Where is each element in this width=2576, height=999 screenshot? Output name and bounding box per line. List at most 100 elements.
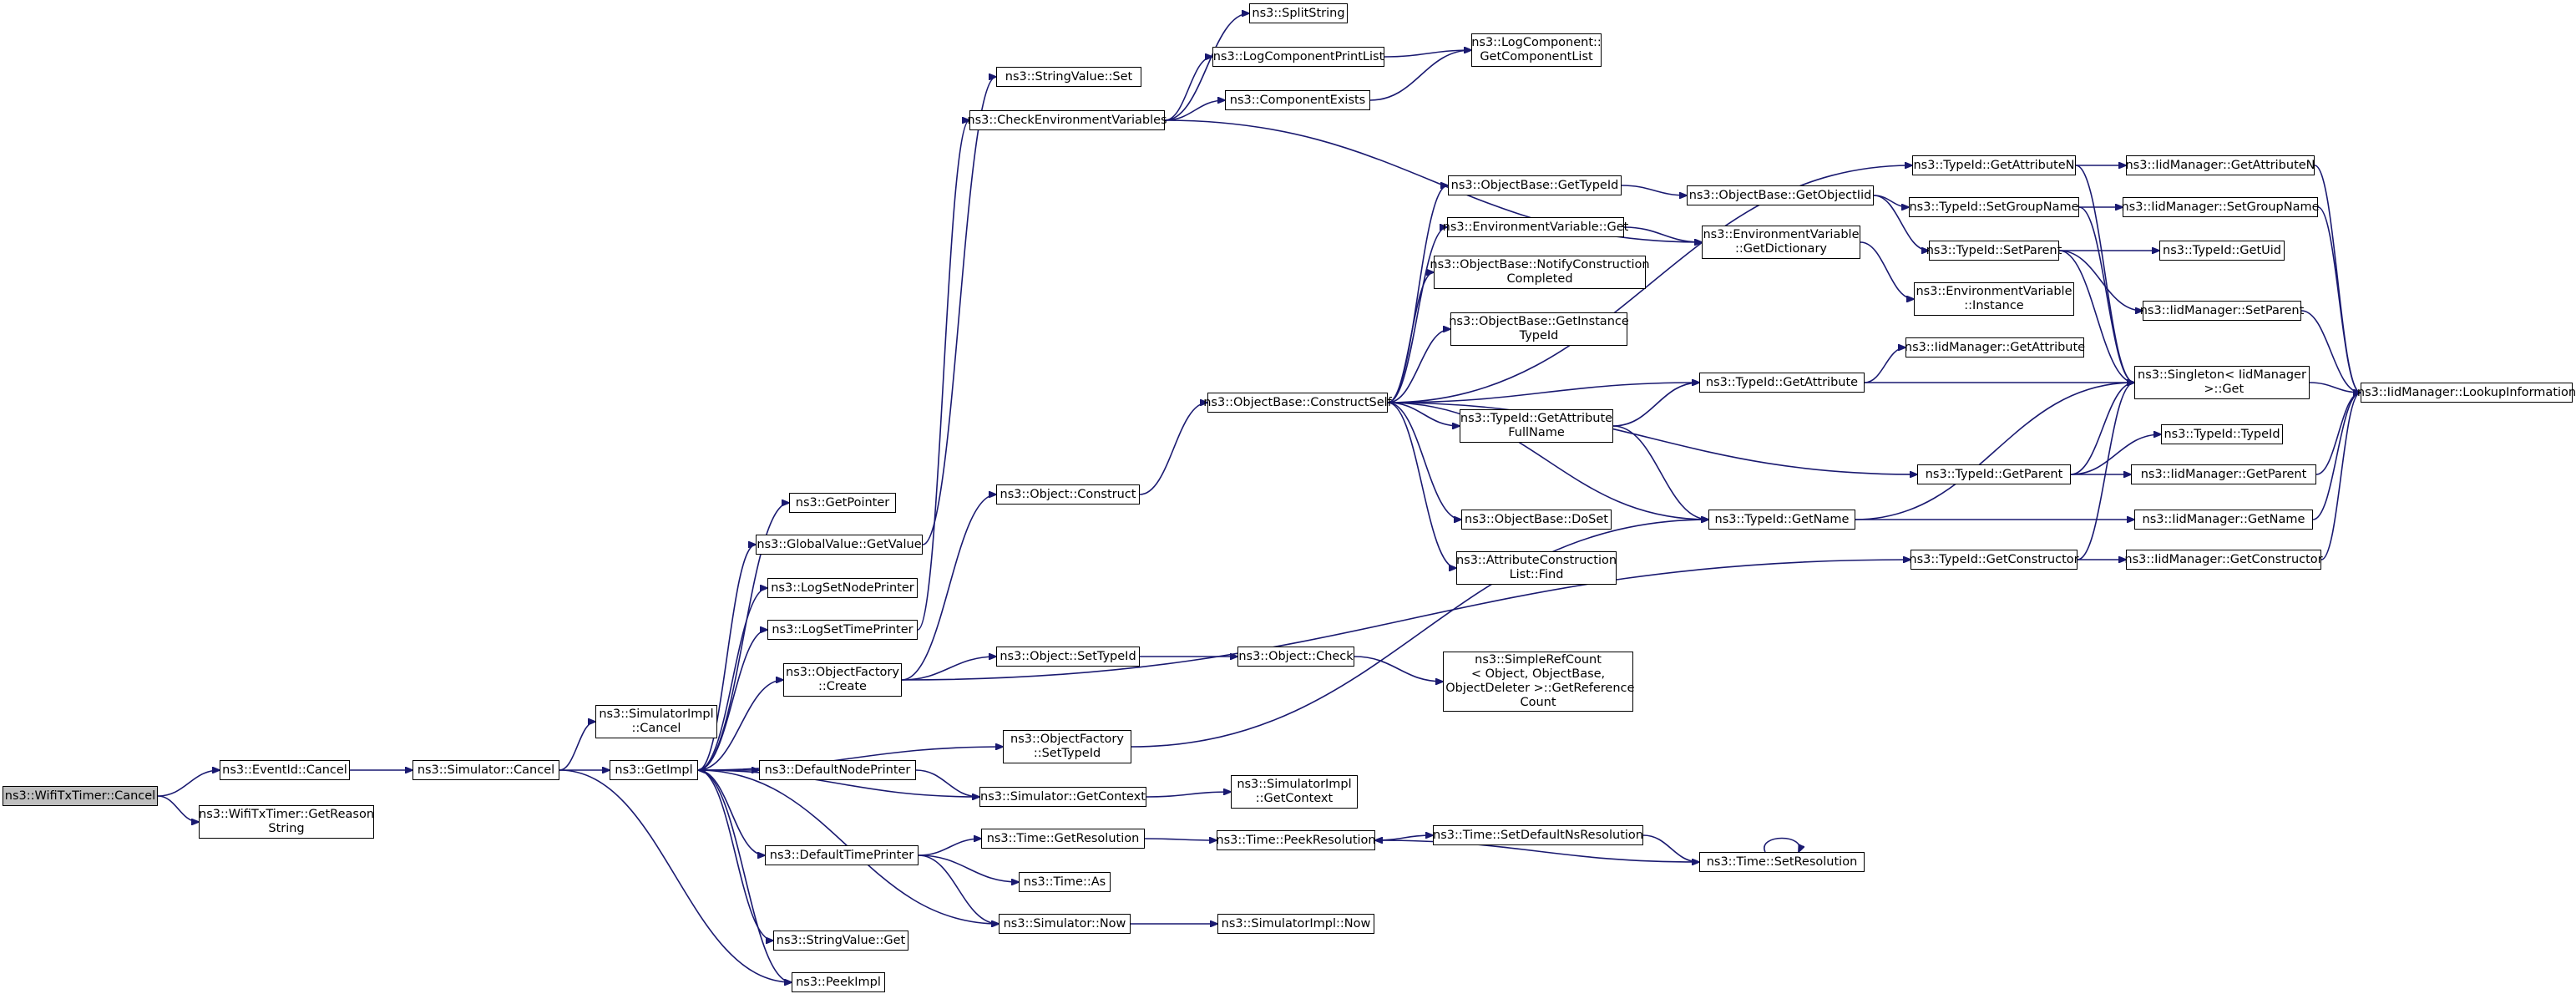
- node-tid-getattrfullname[interactable]: ns3::TypeId::GetAttribute FullName: [1460, 409, 1613, 443]
- node-tid-getconstructor[interactable]: ns3::TypeId::GetConstructor: [1909, 550, 2079, 570]
- node-cancel: ns3::WifiTxTimer::Cancel: [3, 786, 158, 806]
- edge-cancel-to-eventid-cancel: [157, 770, 220, 797]
- node-iid-getname[interactable]: ns3::IidManager::GetName: [2134, 510, 2313, 530]
- node-sim-cancel[interactable]: ns3::Simulator::Cancel: [412, 760, 559, 780]
- node-envvar-get[interactable]: ns3::EnvironmentVariable::Get: [1443, 217, 1628, 237]
- node-iid-getconstructor[interactable]: ns3::IidManager::GetConstructor: [2124, 550, 2323, 570]
- node-iid-getattributen[interactable]: ns3::IidManager::GetAttributeN: [2125, 155, 2315, 175]
- node-srcount[interactable]: ns3::SimpleRefCount < Object, ObjectBase…: [1443, 652, 1634, 712]
- node-label: ns3::IidManager::GetAttributeN: [2125, 158, 2315, 172]
- node-time-setdefaultns[interactable]: ns3::Time::SetDefaultNsResolution: [1433, 825, 1643, 845]
- node-time-peekresolution[interactable]: ns3::Time::PeekResolution: [1216, 830, 1376, 850]
- node-ob-getinstancetypeid[interactable]: ns3::ObjectBase::GetInstance TypeId: [1449, 312, 1629, 346]
- node-time-setresolution[interactable]: ns3::Time::SetResolution: [1699, 852, 1865, 872]
- node-checkenv[interactable]: ns3::CheckEnvironmentVariables: [967, 110, 1167, 130]
- node-gv-getvalue[interactable]: ns3::GlobalValue::GetValue: [756, 535, 923, 555]
- node-getimpl[interactable]: ns3::GetImpl: [610, 760, 698, 780]
- node-label: ns3::LogSetTimePrinter: [772, 622, 913, 636]
- node-getcomponentlist[interactable]: ns3::LogComponent:: GetComponentList: [1471, 33, 1602, 67]
- node-iid-getparent[interactable]: ns3::IidManager::GetParent: [2131, 464, 2316, 484]
- node-splitstring[interactable]: ns3::SplitString: [1249, 3, 1348, 23]
- edge-time-setresolution-to-time-peekresolution: [1375, 840, 1700, 863]
- node-envvar-getdict[interactable]: ns3::EnvironmentVariable ::GetDictionary: [1702, 226, 1860, 259]
- node-ob-getobjectiid[interactable]: ns3::ObjectBase::GetObjectIid: [1687, 185, 1874, 205]
- node-sim-now[interactable]: ns3::Simulator::Now: [999, 914, 1131, 934]
- node-label: ns3::EventId::Cancel: [222, 763, 347, 777]
- node-ob-notify[interactable]: ns3::ObjectBase::NotifyConstruction Comp…: [1430, 256, 1650, 289]
- node-label: ns3::SimulatorImpl::Now: [1221, 916, 1371, 931]
- node-tid-getuid[interactable]: ns3::TypeId::GetUid: [2159, 241, 2285, 261]
- node-label: ns3::Simulator::Cancel: [417, 763, 555, 777]
- node-label: ns3::DefaultTimePrinter: [769, 848, 914, 862]
- node-time-getresolution[interactable]: ns3::Time::GetResolution: [981, 829, 1145, 849]
- node-label: ns3::SimulatorImpl ::GetContext: [1237, 778, 1352, 805]
- node-envvar-instance[interactable]: ns3::EnvironmentVariable ::Instance: [1914, 282, 2074, 316]
- node-of-settypeid[interactable]: ns3::ObjectFactory ::SetTypeId: [1003, 730, 1131, 763]
- node-singleton-get[interactable]: ns3::Singleton< IidManager >::Get: [2134, 366, 2310, 399]
- node-obj-settypeid[interactable]: ns3::Object::SetTypeId: [996, 647, 1140, 667]
- node-ob-doset[interactable]: ns3::ObjectBase::DoSet: [1461, 510, 1612, 530]
- node-of-create[interactable]: ns3::ObjectFactory ::Create: [783, 663, 902, 697]
- node-label: ns3::StringValue::Set: [1005, 69, 1133, 84]
- node-acl-find[interactable]: ns3::AttributeConstruction List::Find: [1456, 551, 1617, 585]
- edge-time-setresolution-to-time-setresolution: [1764, 837, 1799, 853]
- node-simimpl-now[interactable]: ns3::SimulatorImpl::Now: [1217, 914, 1374, 934]
- node-tid-getname[interactable]: ns3::TypeId::GetName: [1708, 510, 1855, 530]
- node-logsetnodeprinter[interactable]: ns3::LogSetNodePrinter: [767, 578, 918, 598]
- node-label: ns3::GetImpl: [615, 763, 693, 777]
- node-simimpl-getcontext[interactable]: ns3::SimulatorImpl ::GetContext: [1231, 775, 1358, 809]
- edge-constructself-to-ob-notify: [1387, 272, 1434, 403]
- node-time-as[interactable]: ns3::Time::As: [1019, 872, 1111, 892]
- edge-logcompprintlist-to-getcomponentlist: [1384, 50, 1471, 58]
- node-defaultnodeprinter[interactable]: ns3::DefaultNodePrinter: [759, 760, 916, 780]
- node-label: ns3::Object::Construct: [1000, 487, 1136, 501]
- edge-tid-setparent-to-iid-setparent: [2058, 250, 2143, 311]
- edge-getimpl-to-logsetnodeprinter: [697, 588, 767, 771]
- edge-checkenv-to-componentexists: [1164, 100, 1225, 121]
- node-label: ns3::DefaultNodePrinter: [764, 763, 911, 777]
- node-iid-getattribute[interactable]: ns3::IidManager::GetAttribute: [1905, 337, 2085, 358]
- node-tid-getattribute[interactable]: ns3::TypeId::GetAttribute: [1699, 373, 1865, 393]
- node-obj-construct[interactable]: ns3::Object::Construct: [996, 484, 1140, 505]
- edge-tid-getname-to-singleton-get: [1855, 383, 2134, 520]
- edge-of-create-to-obj-settypeid: [901, 657, 996, 681]
- node-sv-set[interactable]: ns3::StringValue::Set: [996, 67, 1141, 87]
- node-obj-check[interactable]: ns3::Object::Check: [1237, 647, 1354, 667]
- node-tid-getparent[interactable]: ns3::TypeId::GetParent: [1917, 464, 2071, 484]
- node-peekimpl[interactable]: ns3::PeekImpl: [792, 972, 885, 992]
- edge-of-create-to-tid-getconstructor: [901, 560, 1910, 681]
- node-tid-setparent[interactable]: ns3::TypeId::SetParent: [1926, 241, 2062, 261]
- node-label: ns3::ComponentExists: [1229, 93, 1366, 107]
- node-logsettimeprinter[interactable]: ns3::LogSetTimePrinter: [767, 620, 918, 640]
- edge-sim-getcontext-to-simimpl-getcontext: [1146, 792, 1231, 798]
- edge-getimpl-to-peekimpl: [697, 769, 792, 982]
- edge-constructself-to-acl-find: [1387, 402, 1456, 568]
- node-label: ns3::Time::GetResolution: [986, 831, 1140, 845]
- node-label: ns3::Simulator::GetContext: [980, 789, 1146, 804]
- edge-sim-cancel-to-simimpl-cancel: [559, 722, 595, 771]
- node-tid-typeid[interactable]: ns3::TypeId::TypeId: [2161, 424, 2283, 444]
- node-eventid-cancel[interactable]: ns3::EventId::Cancel: [220, 760, 350, 780]
- node-componentexists[interactable]: ns3::ComponentExists: [1225, 90, 1370, 110]
- node-label: ns3::TypeId::GetAttribute FullName: [1460, 412, 1613, 439]
- node-sv-get[interactable]: ns3::StringValue::Get: [773, 931, 908, 951]
- node-logcompprintlist[interactable]: ns3::LogComponentPrintList: [1212, 47, 1384, 67]
- node-simimpl-cancel[interactable]: ns3::SimulatorImpl ::Cancel: [595, 705, 717, 738]
- edge-getimpl-to-of-create: [697, 680, 783, 771]
- node-ob-gettypeid[interactable]: ns3::ObjectBase::GetTypeId: [1448, 175, 1622, 195]
- node-getpointer[interactable]: ns3::GetPointer: [789, 493, 896, 513]
- edge-constructself-to-tid-getname: [1387, 402, 1708, 520]
- node-iid-lookupinfo[interactable]: ns3::IidManager::LookupInformation: [2357, 383, 2576, 403]
- node-iid-setparent[interactable]: ns3::IidManager::SetParent: [2140, 301, 2304, 321]
- node-tid-getattributen[interactable]: ns3::TypeId::GetAttributeN: [1912, 155, 2076, 175]
- node-label: ns3::WifiTxTimer::Cancel: [4, 789, 156, 803]
- node-constructself[interactable]: ns3::ObjectBase::ConstructSelf: [1203, 393, 1392, 413]
- edge-iid-getparent-to-iid-lookupinfo: [2315, 393, 2361, 475]
- node-label: ns3::Time::As: [1023, 875, 1106, 889]
- node-tid-setgroupname[interactable]: ns3::TypeId::SetGroupName: [1909, 197, 2079, 217]
- node-iid-setgroupname[interactable]: ns3::IidManager::SetGroupName: [2121, 197, 2320, 217]
- node-getreasonstring[interactable]: ns3::WifiTxTimer::GetReason String: [199, 805, 374, 839]
- edge-ob-getobjectiid-to-tid-setparent: [1873, 195, 1929, 251]
- node-sim-getcontext[interactable]: ns3::Simulator::GetContext: [979, 787, 1146, 807]
- node-defaulttimeprinter[interactable]: ns3::DefaultTimePrinter: [765, 845, 919, 865]
